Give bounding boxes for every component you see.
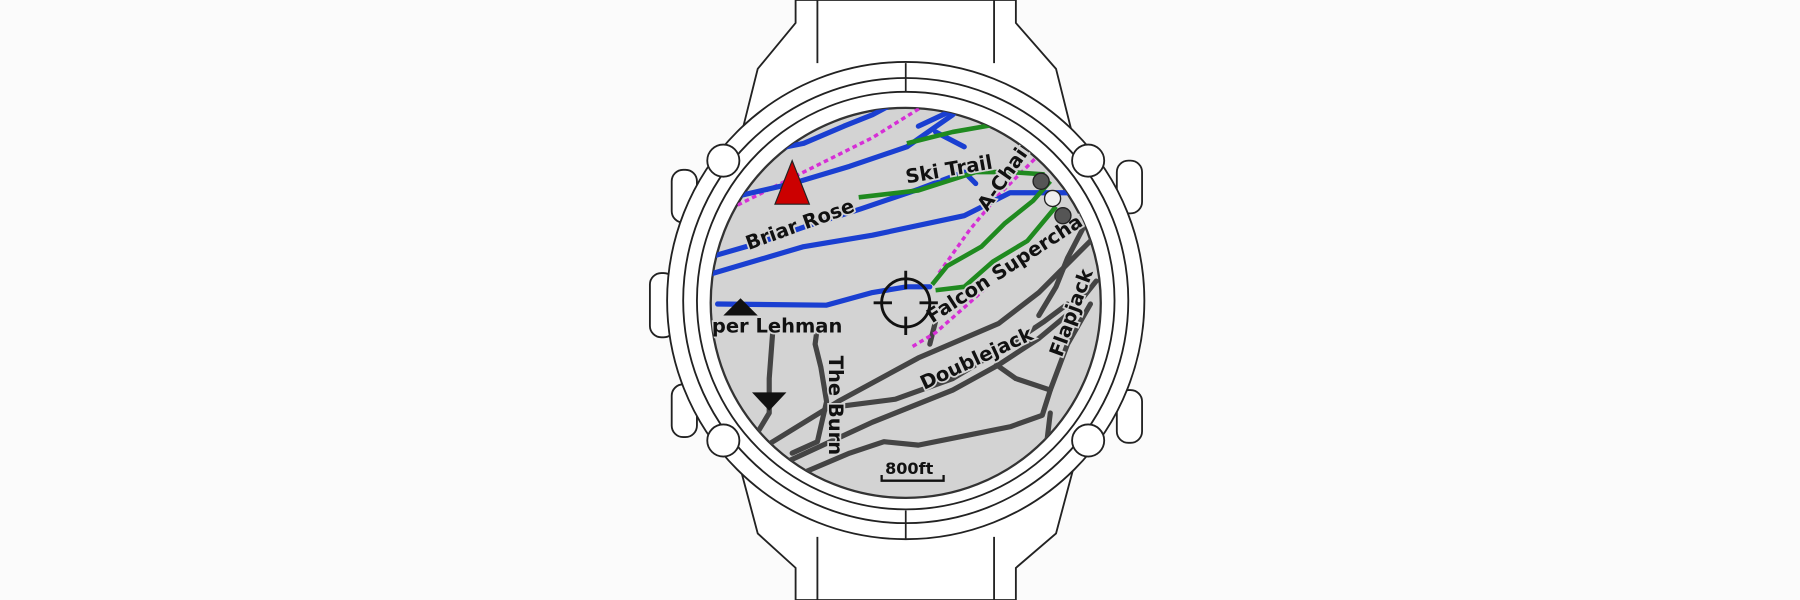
crosshair-icon bbox=[873, 270, 938, 335]
north-arrow-icon bbox=[774, 159, 811, 205]
label-the-burn: The Burn bbox=[824, 356, 847, 455]
button-bottom-right[interactable] bbox=[1115, 389, 1143, 444]
lift-station-icon bbox=[1032, 172, 1072, 225]
scale-bar bbox=[880, 474, 945, 482]
zoom-out-triangle-icon[interactable] bbox=[752, 392, 787, 411]
bezel-bumps bbox=[706, 143, 1106, 458]
label-upper-lehman: per Lehman bbox=[712, 315, 842, 338]
scale-label: 800ft bbox=[885, 459, 933, 478]
strap-lines bbox=[816, 0, 995, 600]
map-screen[interactable] bbox=[709, 106, 1102, 500]
zoom-in-triangle-icon[interactable] bbox=[723, 298, 758, 316]
